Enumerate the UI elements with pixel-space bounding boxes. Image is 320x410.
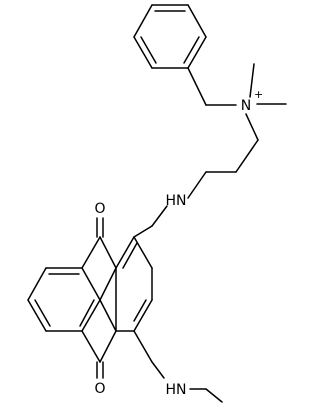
anthraquinone-central-ring: O O bbox=[81, 201, 117, 397]
double-bond-inner bbox=[133, 299, 147, 322]
anthraquinone-left-ring bbox=[27, 267, 101, 332]
propyl-linker: HN bbox=[151, 139, 259, 227]
double-bond-inner bbox=[34, 299, 51, 327]
bond bbox=[133, 4, 153, 38]
carbonyl-oxygen-top-label: O bbox=[94, 201, 105, 217]
phenyl-ring bbox=[133, 4, 207, 69]
bond bbox=[27, 299, 47, 332]
bond bbox=[99, 299, 117, 332]
bond bbox=[133, 299, 153, 332]
bond bbox=[81, 299, 101, 332]
bond bbox=[115, 236, 135, 269]
bond bbox=[245, 113, 259, 141]
bond bbox=[249, 63, 255, 98]
bond bbox=[133, 225, 153, 238]
double-bond-inner bbox=[140, 36, 157, 64]
bond bbox=[81, 236, 101, 269]
bond bbox=[133, 236, 153, 269]
bond bbox=[151, 361, 165, 379]
methylamino-group: HN bbox=[133, 330, 223, 403]
carbonyl-oxygen-bottom-label: O bbox=[94, 381, 105, 397]
bond bbox=[133, 36, 153, 69]
bond bbox=[99, 267, 117, 301]
double-bond-inner bbox=[183, 36, 200, 64]
bond bbox=[187, 171, 207, 199]
double-bond-inner bbox=[79, 299, 95, 327]
bond bbox=[205, 388, 223, 403]
bond bbox=[187, 67, 207, 106]
bond bbox=[133, 330, 153, 363]
methylamine-nh-label: HN bbox=[166, 382, 187, 398]
amine-nh-label: HN bbox=[166, 193, 187, 209]
anthraquinone-right-ring bbox=[115, 225, 153, 332]
chemical-structure-diagram: N + HN O O bbox=[27, 4, 287, 403]
bond bbox=[187, 36, 207, 69]
bond bbox=[235, 139, 259, 173]
ammonium-nitrogen-label: N bbox=[241, 98, 251, 114]
double-bond-inner bbox=[122, 242, 138, 269]
bond bbox=[187, 4, 207, 38]
benzyl-ammonium-group: N + bbox=[187, 63, 287, 141]
bond bbox=[151, 205, 168, 227]
bond bbox=[81, 267, 101, 301]
ammonium-charge-label: + bbox=[254, 88, 263, 101]
bond bbox=[81, 330, 101, 363]
bond bbox=[27, 267, 47, 301]
bond bbox=[99, 236, 117, 269]
bond bbox=[99, 330, 117, 363]
